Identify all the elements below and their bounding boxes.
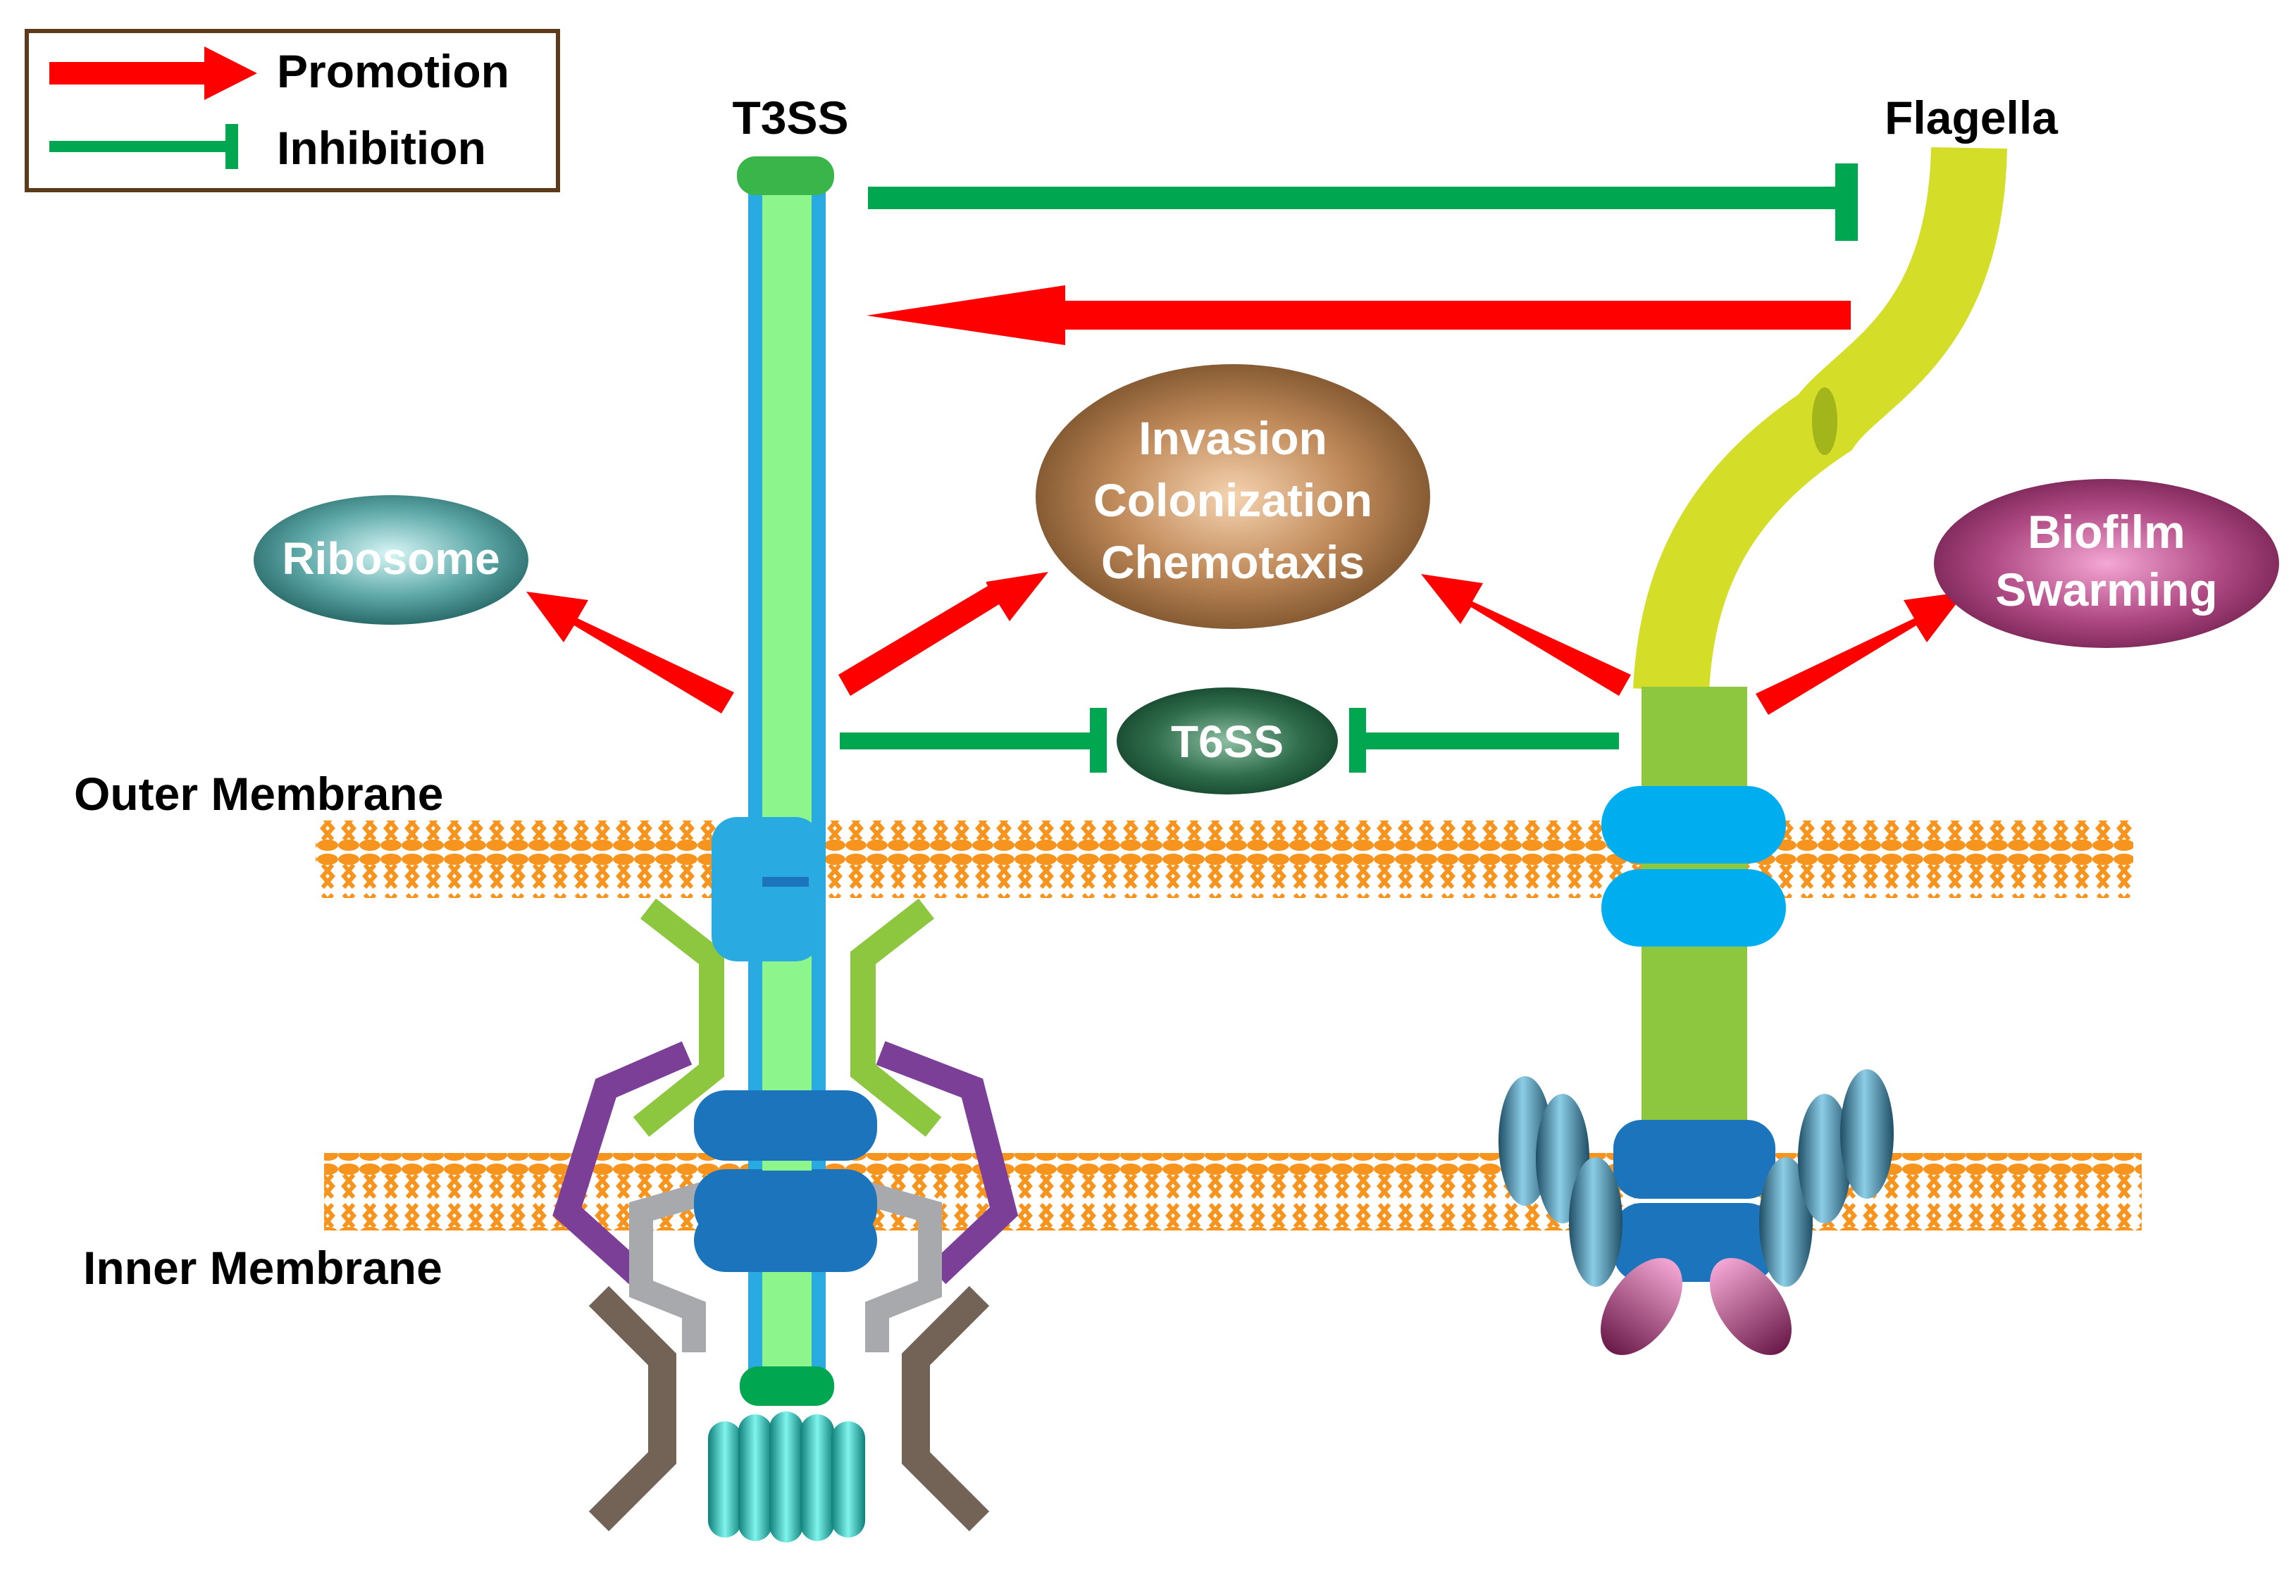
inhibition-t3ss-to-flagella — [868, 163, 1858, 241]
biofilm-label: Biofilm — [2028, 506, 2185, 558]
t6ss-label: T6SS — [1171, 716, 1284, 767]
t3ss-atpase — [708, 1411, 865, 1542]
flagellum-p-ring — [1601, 869, 1786, 947]
inhibition-flagella-to-t6ss — [1349, 708, 1619, 773]
promotion-t3ss-to-ribosome — [526, 592, 734, 713]
promotion-flagella-to-biofilm — [1756, 592, 1966, 715]
invasion-label: Invasion — [1138, 412, 1327, 464]
legend-box — [25, 29, 560, 192]
outer-membrane — [316, 821, 2133, 898]
legend-inhibition-line — [49, 141, 234, 152]
t3ss-purple-right — [876, 1041, 1019, 1285]
t3ss-tip — [737, 156, 834, 195]
swarming-label: Swarming — [1995, 563, 2217, 616]
legend-inhibition-label: Inhibition — [277, 122, 486, 174]
invasion-node: Invasion Colonization Chemotaxis — [1036, 364, 1430, 629]
outer-membrane-label: Outer Membrane — [74, 768, 443, 820]
t6ss-node: T6SS — [1117, 687, 1338, 794]
t3ss-green-right — [850, 898, 942, 1137]
promotion-flagella-to-invasion — [1421, 574, 1631, 696]
ribosome-node: Ribosome — [254, 495, 528, 625]
t3ss-outer-ring-slot — [762, 877, 809, 887]
t3ss-inner-core-window — [762, 1162, 812, 1171]
chemotaxis-label: Chemotaxis — [1101, 536, 1365, 588]
t3ss-gray-right — [852, 1178, 942, 1352]
legend-inhibition-bar — [225, 124, 238, 169]
flagella-label: Flagella — [1885, 92, 2059, 144]
t3ss-green-left — [633, 898, 724, 1137]
t3ss-inner-ring-3 — [694, 1209, 877, 1272]
t3ss-bottom-cap — [740, 1366, 834, 1406]
promotion-t3ss-to-invasion — [838, 572, 1048, 696]
stator-right — [1759, 1069, 1894, 1287]
t3ss-brown-left — [588, 1285, 676, 1532]
t3ss-outer-ring — [712, 817, 821, 961]
promotion-flagella-to-t3ss — [867, 285, 1851, 345]
legend: Promotion Inhibition — [25, 29, 560, 192]
t3ss-brown-right — [902, 1285, 990, 1532]
inner-membrane-label: Inner Membrane — [83, 1242, 442, 1294]
legend-promotion-label: Promotion — [277, 45, 509, 97]
t3ss-purple-left — [552, 1041, 693, 1285]
stator-left — [1498, 1076, 1622, 1287]
t3ss-inner-ring-1 — [694, 1090, 877, 1161]
colonization-label: Colonization — [1093, 474, 1372, 526]
inhibition-t3ss-to-t6ss — [840, 708, 1107, 773]
c-ring-right — [1710, 1258, 1792, 1355]
t3ss-label: T3SS — [732, 92, 848, 144]
legend-promotion-arrow — [49, 46, 257, 100]
flagellum-ms-ring-upper — [1613, 1120, 1775, 1199]
t3ss-gray-left — [629, 1178, 719, 1352]
flagellum-l-ring — [1601, 786, 1786, 864]
ribosome-label: Ribosome — [282, 533, 499, 584]
biofilm-node: Biofilm Swarming — [1934, 479, 2279, 648]
c-ring-left — [1601, 1258, 1682, 1355]
flagellum-joint — [1812, 387, 1837, 455]
